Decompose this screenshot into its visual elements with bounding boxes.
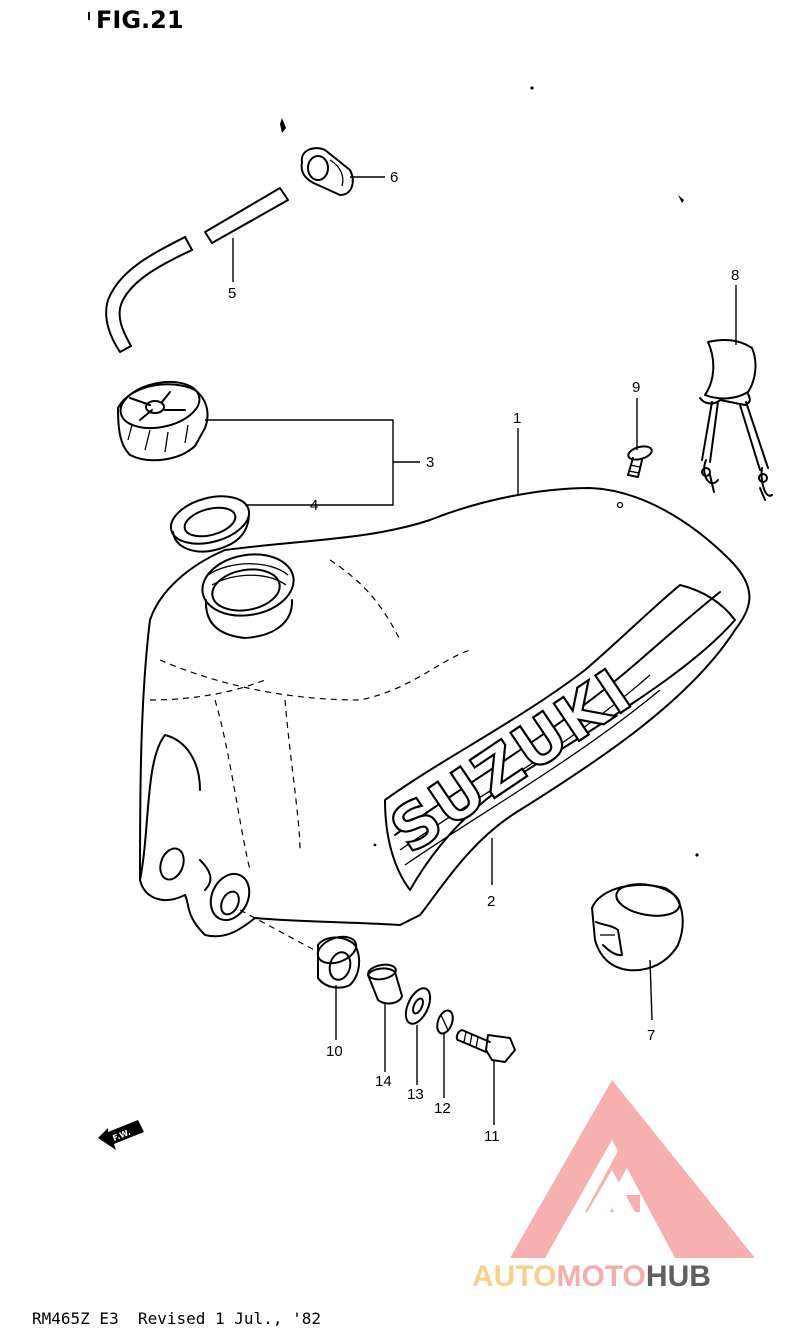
filler-neck — [201, 553, 295, 639]
tank-band — [699, 339, 773, 501]
scan-specks — [88, 12, 699, 857]
callout-14: 14 — [375, 1073, 392, 1090]
rear-cushion — [591, 883, 684, 972]
callout-8: 8 — [731, 267, 739, 284]
cap-gasket — [169, 495, 251, 553]
callout-6: 6 — [390, 169, 398, 186]
watermark-auto: AUTO — [472, 1260, 556, 1293]
mount-cushion — [316, 935, 361, 989]
front-direction-arrow: F.W. — [98, 1120, 144, 1150]
callout-9: 9 — [632, 379, 640, 396]
fuel-tank: SUZUKI — [139, 487, 751, 938]
breather-hose — [105, 187, 289, 353]
callout-5: 5 — [228, 285, 236, 302]
fuel-cap — [117, 380, 209, 462]
watermark-moto: MOTO — [556, 1260, 645, 1293]
watermark-logo: AUTOMOTOHUB — [472, 1080, 755, 1293]
callout-1: 1 — [513, 410, 521, 427]
collar — [367, 963, 403, 1005]
callout-3: 3 — [426, 454, 434, 471]
callout-11: 11 — [484, 1128, 500, 1145]
figure-caption: RM465Z E3 Revised 1 Jul., '82 — [32, 1309, 321, 1328]
tank-side-stripe — [384, 584, 736, 891]
bolt — [455, 1029, 516, 1063]
callout-7: 7 — [647, 1027, 655, 1044]
hose-clip — [300, 147, 354, 196]
assembly-line-mount — [239, 909, 319, 953]
callout-4: 4 — [310, 497, 318, 514]
callout-numbers: 1 2 3 4 5 6 7 8 9 10 11 12 13 14 — [228, 169, 739, 1145]
callout-2: 2 — [487, 893, 495, 910]
figure-title: FIG.21 — [96, 6, 184, 34]
leader-lines — [205, 176, 737, 1125]
callout-12: 12 — [434, 1100, 451, 1117]
lock-washer — [436, 1009, 454, 1035]
watermark-hub: HUB — [646, 1260, 711, 1293]
tank-logo: SUZUKI — [378, 654, 645, 867]
callout-10: 10 — [326, 1043, 343, 1060]
screw — [627, 445, 653, 478]
callout-13: 13 — [407, 1086, 424, 1103]
watermark-text: AUTOMOTOHUB — [472, 1260, 711, 1293]
washer — [404, 987, 432, 1025]
